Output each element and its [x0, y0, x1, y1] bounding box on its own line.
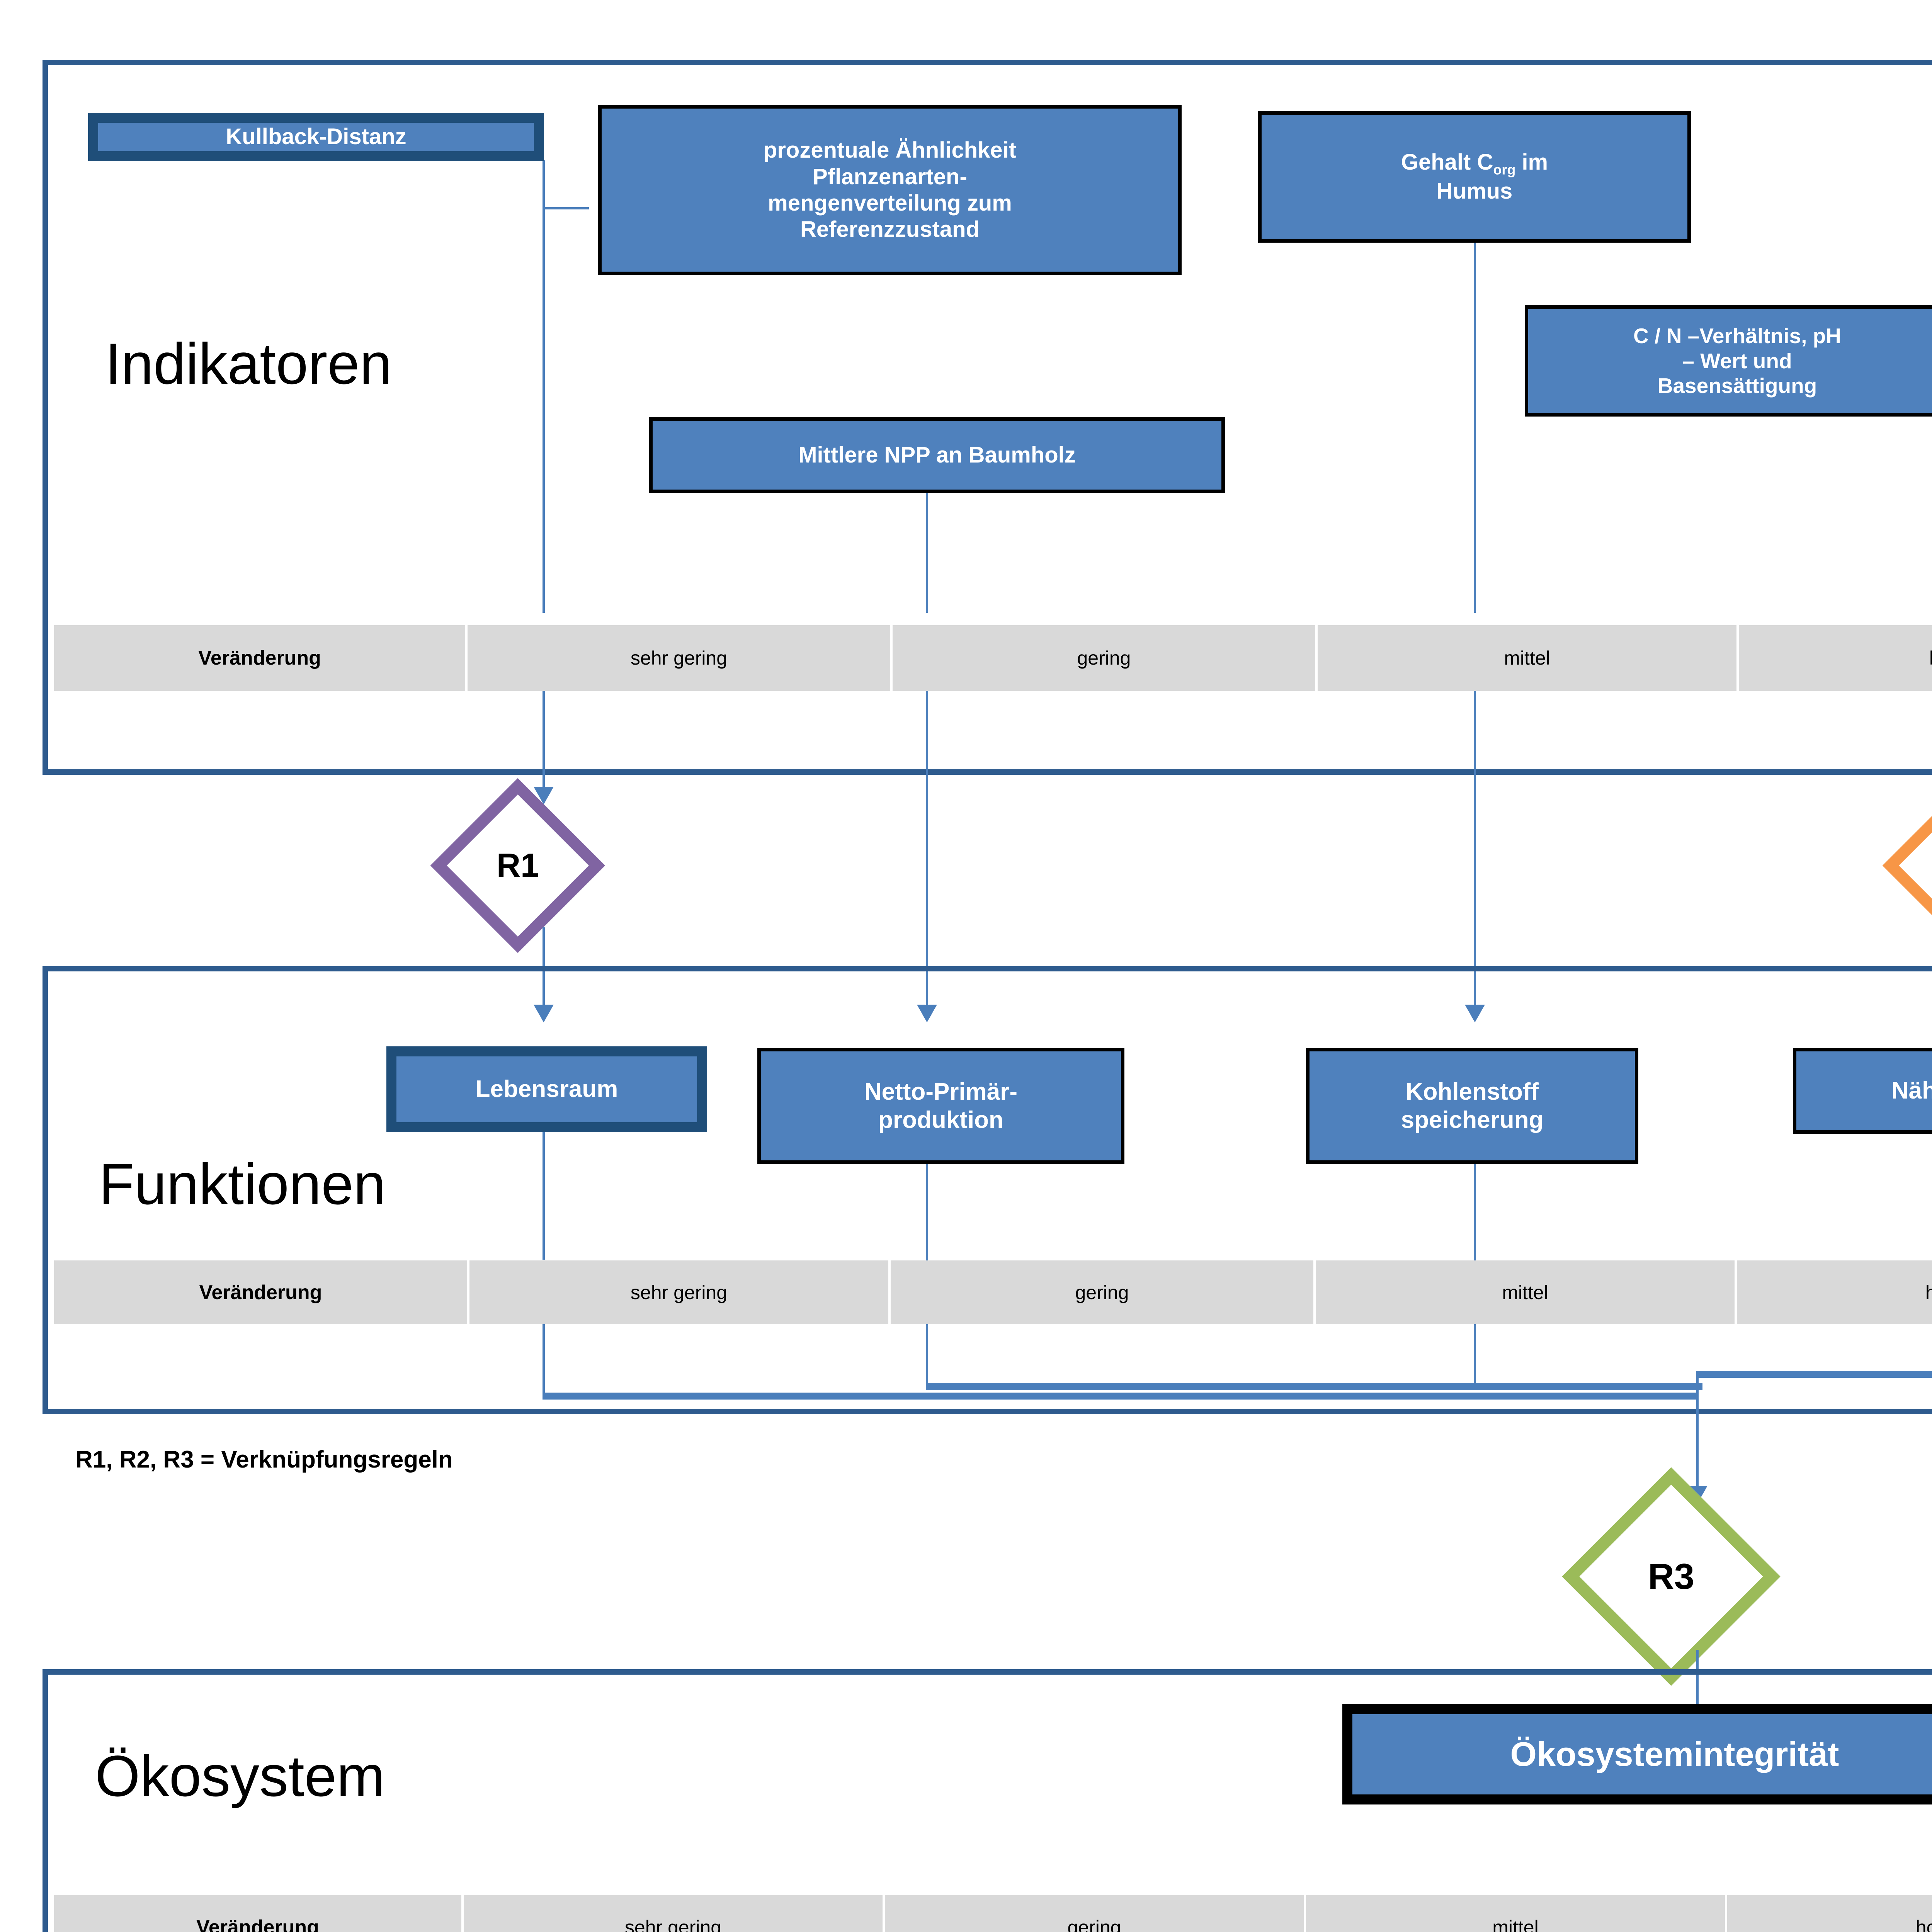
corg-subscript: org	[1493, 162, 1516, 178]
function-box-lebensraum[interactable]: Lebensraum	[386, 1046, 707, 1132]
rule-diamond-r1[interactable]: R1	[430, 778, 605, 953]
indicator-label-corg-l2: Humus	[1436, 179, 1513, 204]
indicator-label-corg-l1: Gehalt Corg im	[1401, 149, 1548, 178]
bus-line-upper-right	[1696, 1371, 1932, 1378]
scale-cell-hoch-funktionen: hoch	[1737, 1260, 1932, 1324]
ecosystem-box-integritaet[interactable]: Ökosystemintegrität	[1342, 1704, 1932, 1804]
scale-cell-mittel-oekosystem: mittel	[1306, 1895, 1727, 1932]
connector-corg-down	[1474, 242, 1476, 613]
panel-funktionen	[43, 966, 1932, 1414]
scale-header-oekosystem: Veränderung	[54, 1895, 464, 1932]
scale-cell-mittel-indikatoren: mittel	[1318, 625, 1739, 691]
bus-drop-lebensraum	[543, 1324, 545, 1398]
legend-rules: R1, R2, R3 = Verknüpfungsregeln	[75, 1446, 453, 1473]
connector-r1-out	[543, 927, 545, 970]
indicator-box-cn[interactable]: C / N –Verhältnis, pH – Wert und Basensä…	[1525, 305, 1932, 417]
scale-cell-sehr-gering-oekosystem: sehr gering	[464, 1895, 885, 1932]
scale-indikatoren: Veränderung sehr gering gering mittel ho…	[54, 625, 1932, 691]
rule-label-r2: R2	[1908, 804, 1932, 927]
connector-kohlenstoff-down	[1474, 1164, 1476, 1260]
corg-suffix: im	[1515, 150, 1548, 175]
function-box-kohlenstoffspeicherung[interactable]: Kohlenstoff speicherung	[1306, 1048, 1638, 1164]
connector-corg-feed	[1474, 691, 1476, 1012]
connector-kullback-vertical	[543, 160, 545, 209]
bus-drop-kohlenstoff	[1474, 1324, 1476, 1386]
scale-cell-sehr-gering-funktionen: sehr gering	[469, 1260, 891, 1324]
bus-trunk-down	[1696, 1371, 1699, 1502]
indicator-label-kullback: Kullback-Distanz	[226, 124, 406, 150]
indicator-label-prozentuale-l4: Referenzzustand	[800, 217, 980, 242]
function-label-npp-l1: Netto-Primär-	[864, 1078, 1018, 1105]
scale-cell-gering-indikatoren: gering	[893, 625, 1318, 691]
indicator-label-prozentuale-l3: mengenverteilung zum	[768, 190, 1012, 216]
function-label-kohlenstoff-l2: speicherung	[1401, 1107, 1544, 1133]
connector-lebensraum-down	[543, 1132, 545, 1260]
indicator-label-cn-l3: Basensättigung	[1657, 374, 1817, 398]
section-label-oekosystem: Ökosystem	[95, 1743, 385, 1808]
function-box-naehrstofffluss[interactable]: Nährstofffluss	[1793, 1048, 1932, 1134]
indicator-box-npp[interactable]: Mittlere NPP an Baumholz	[649, 417, 1225, 493]
scale-cell-mittel-funktionen: mittel	[1316, 1260, 1737, 1324]
ecosystem-label-integritaet: Ökosystemintegrität	[1510, 1735, 1839, 1774]
function-label-naehrstofffluss: Nährstofffluss	[1891, 1077, 1932, 1104]
rule-label-r1: R1	[497, 847, 539, 884]
indicator-label-npp: Mittlere NPP an Baumholz	[798, 442, 1076, 468]
connector-npp-down	[926, 493, 928, 613]
scale-cell-hoch-oekosystem: hoch	[1727, 1895, 1932, 1932]
function-label-lebensraum: Lebensraum	[475, 1076, 618, 1103]
bus-line-lower	[543, 1393, 1698, 1400]
section-label-indikatoren: Indikatoren	[105, 331, 392, 396]
connector-nppfn-down	[926, 1164, 928, 1260]
arrow-into-kohlenstoff	[1465, 1005, 1485, 1022]
scale-header-indikatoren: Veränderung	[54, 625, 468, 691]
indicator-label-prozentuale-l1: prozentuale Ähnlichkeit	[763, 138, 1017, 163]
scale-cell-gering-oekosystem: gering	[885, 1895, 1306, 1932]
scale-oekosystem: Veränderung sehr gering gering mittel ho…	[54, 1895, 1932, 1932]
arrow-into-nettoprimaer	[917, 1005, 937, 1022]
rule-label-r3: R3	[1648, 1556, 1695, 1597]
connector-prozentuale-down	[543, 207, 545, 613]
connector-r3-out	[1696, 1650, 1699, 1733]
section-label-funktionen: Funktionen	[99, 1151, 386, 1216]
bus-line-upper-left	[926, 1383, 1702, 1390]
rule-diamond-r2[interactable]: R2	[1882, 778, 1932, 953]
connector-r1-out2	[543, 958, 545, 1009]
panel-oekosystem	[43, 1669, 1932, 1932]
indicator-label-prozentuale-l2: Pflanzenarten-	[813, 164, 967, 189]
connector-r1-feed	[543, 691, 545, 791]
indicator-box-prozentuale[interactable]: prozentuale Ähnlichkeit Pflanzenarten- m…	[598, 105, 1182, 275]
indicator-box-corg[interactable]: Gehalt Corg im Humus	[1258, 111, 1691, 243]
rule-diamond-r3[interactable]: R3	[1562, 1467, 1781, 1686]
corg-prefix: Gehalt C	[1401, 150, 1493, 175]
scale-cell-sehr-gering-indikatoren: sehr gering	[468, 625, 893, 691]
scale-header-funktionen: Veränderung	[54, 1260, 469, 1324]
indicator-label-cn-l1: C / N –Verhältnis, pH	[1633, 323, 1841, 348]
indicator-label-cn-l2: – Wert und	[1682, 349, 1792, 373]
connector-npp-feed	[926, 691, 928, 1012]
indicator-box-kullback[interactable]: Kullback-Distanz	[88, 113, 544, 161]
function-label-kohlenstoff-l1: Kohlenstoff	[1405, 1078, 1539, 1105]
scale-funktionen: Veränderung sehr gering gering mittel ho…	[54, 1260, 1932, 1324]
scale-cell-hoch-indikatoren: hoch	[1739, 625, 1932, 691]
connector-kullback-horizontal	[543, 207, 589, 209]
scale-cell-gering-funktionen: gering	[891, 1260, 1316, 1324]
function-box-nettoprimaerproduktion[interactable]: Netto-Primär- produktion	[757, 1048, 1124, 1164]
function-label-npp-l2: produktion	[878, 1107, 1003, 1133]
panel-indikatoren	[43, 60, 1932, 775]
bus-drop-npp	[926, 1324, 928, 1386]
